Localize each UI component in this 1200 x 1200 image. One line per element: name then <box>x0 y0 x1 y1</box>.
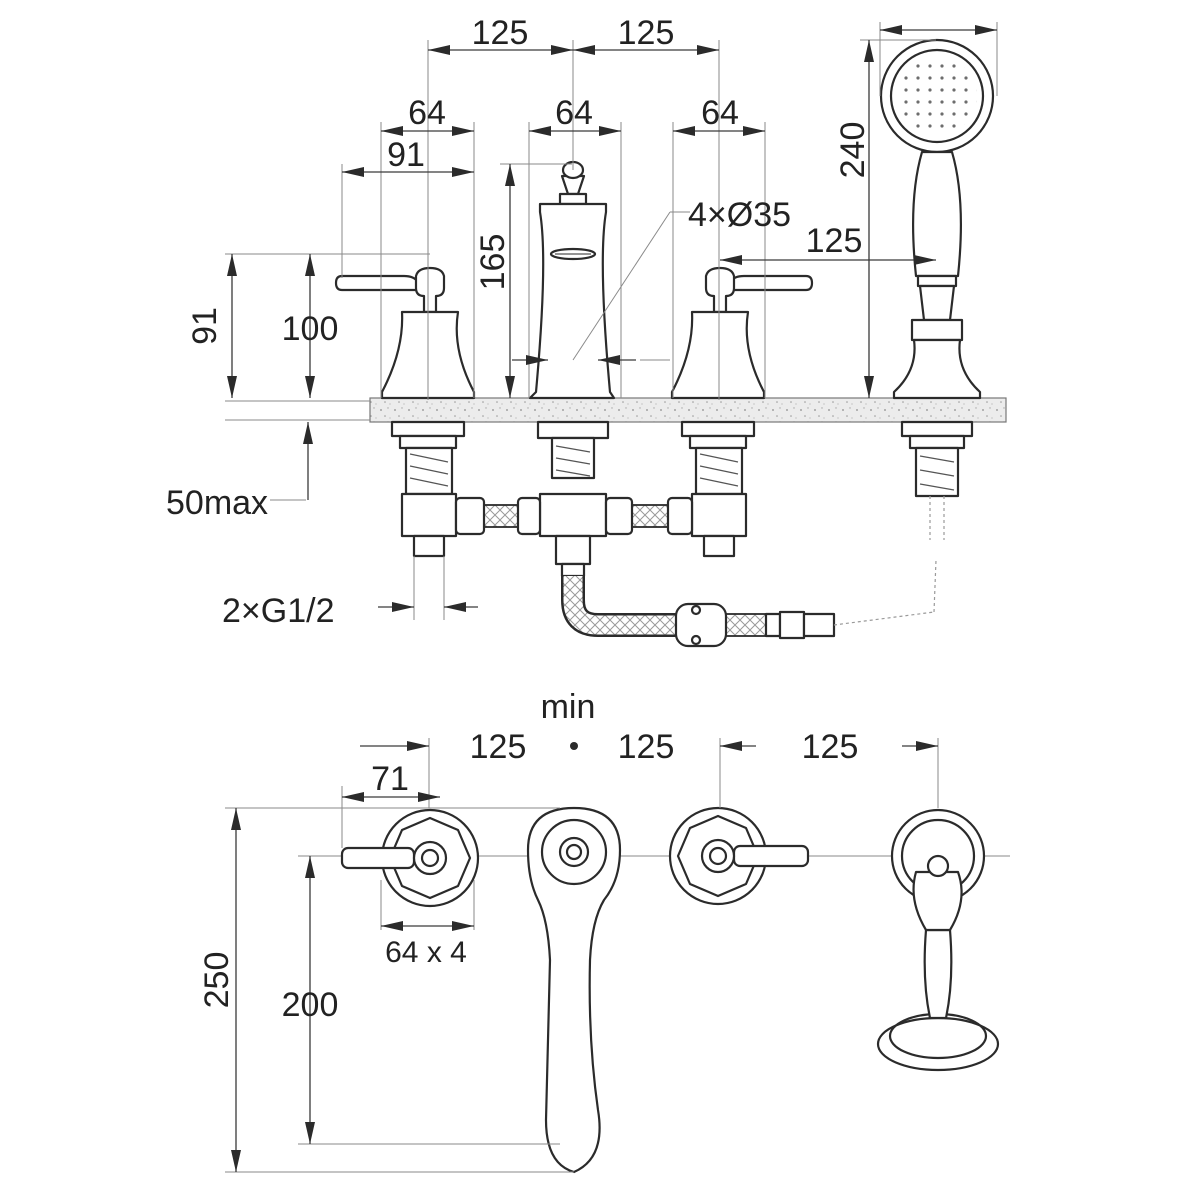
shower-hose <box>561 559 937 648</box>
plan-dim-spout-reach: 200 <box>282 986 339 1024</box>
dim-left-handle-width: 64 <box>408 94 446 132</box>
dim-top-spacing-right: 125 <box>618 14 675 52</box>
dim-spout-height: 165 <box>474 234 512 291</box>
elevation-view: 125 125 64 64 64 91 4×Ø35 125 <box>166 14 1007 648</box>
deck-slab <box>369 397 1007 423</box>
left-handle-valve <box>334 266 476 558</box>
plan-dim-flange: 64 x 4 <box>385 936 467 969</box>
plan-right-handle <box>668 806 810 906</box>
dim-shower-length: 240 <box>834 122 872 179</box>
dim-handle-full-height: 100 <box>282 310 339 348</box>
plan-dim-lever: 71 <box>371 760 409 798</box>
plan-left-handle <box>340 808 480 908</box>
dim-right-handle-width: 64 <box>701 94 739 132</box>
dim-spout-width: 64 <box>555 94 593 132</box>
dim-handle-height: 91 <box>186 307 224 345</box>
plan-view: min <box>198 688 1010 1174</box>
dim-deck-thickness: 50max <box>166 484 268 522</box>
plan-dim-depth: 250 <box>198 952 236 1009</box>
spout-body <box>528 160 616 578</box>
plan-dim-spacing-1: 125 <box>470 728 527 766</box>
dim-shower-offset: 125 <box>806 222 863 260</box>
dim-connection: 2×G1/2 <box>222 592 334 630</box>
plan-min-note: min <box>541 688 596 726</box>
plan-hand-shower <box>876 808 1000 1072</box>
right-handle-valve <box>670 266 814 558</box>
plan-spout <box>526 806 622 1174</box>
dim-holes: 4×Ø35 <box>688 196 791 234</box>
dim-lever-length: 91 <box>387 136 425 174</box>
hand-shower <box>879 38 995 540</box>
plan-dim-spacing-2: 125 <box>618 728 675 766</box>
dim-top-spacing-left: 125 <box>472 14 529 52</box>
plan-center-dot <box>570 742 578 750</box>
plan-dim-spacing-3: 125 <box>802 728 859 766</box>
connecting-hoses <box>454 496 694 536</box>
